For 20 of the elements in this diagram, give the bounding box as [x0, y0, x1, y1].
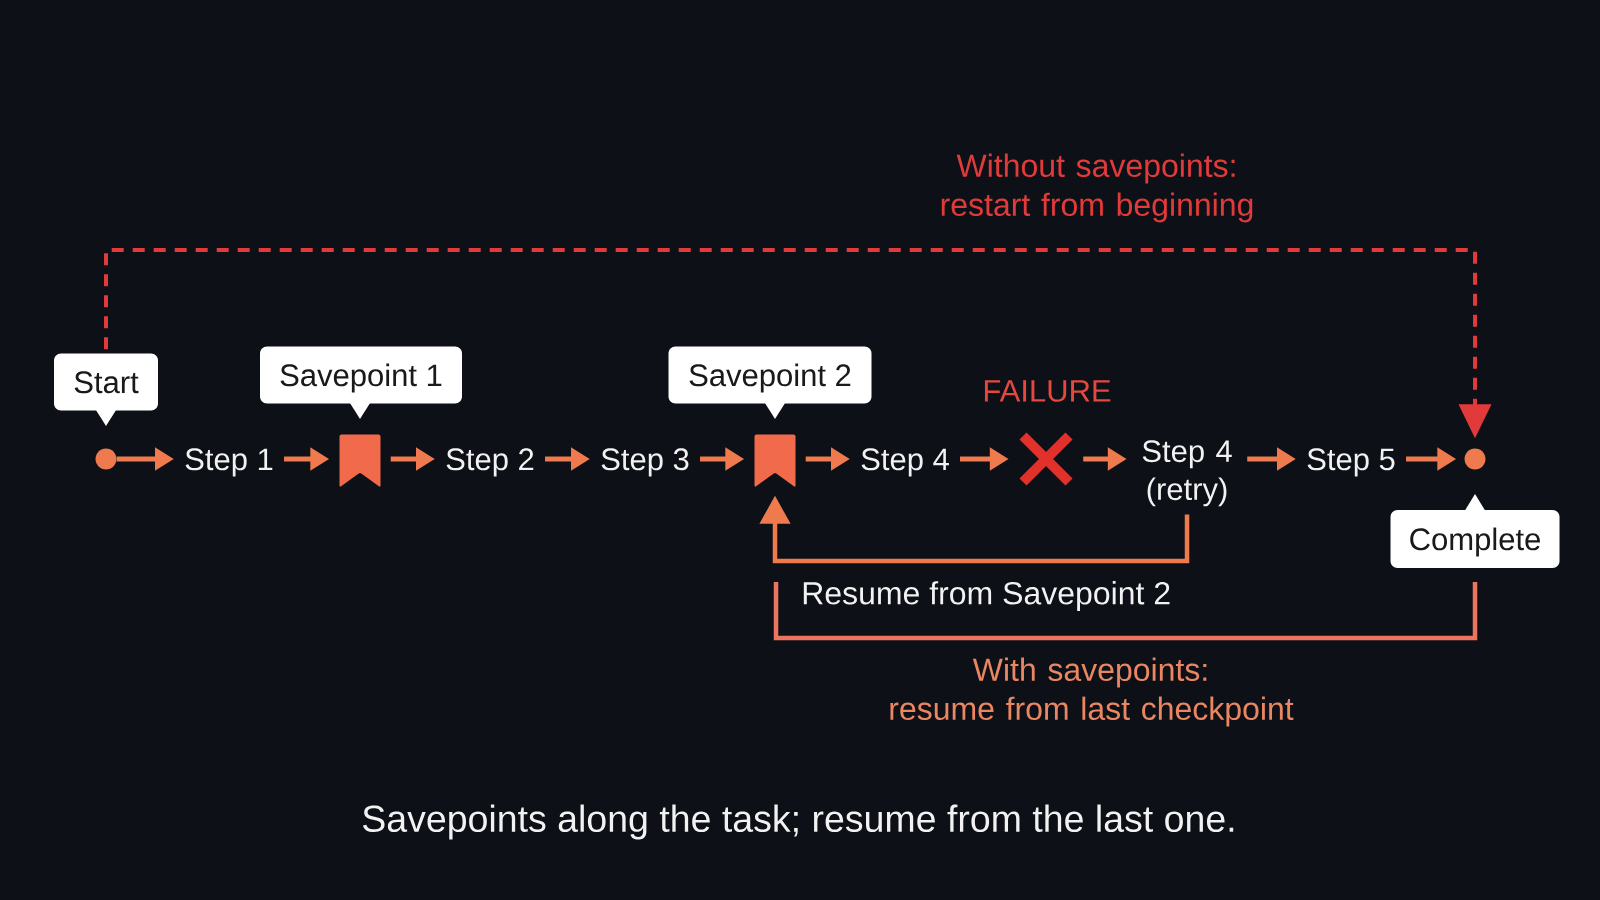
- step-label: Step 4 (retry): [1142, 440, 1232, 507]
- step-label: Step 2: [446, 448, 534, 477]
- step-label: Step 4: [861, 448, 949, 477]
- bookmark-icon: [339, 434, 381, 487]
- step-label: Step 3: [601, 448, 689, 477]
- step-label: Step 1: [185, 448, 273, 477]
- edge-label: Without savepoints: restart from beginning: [930, 151, 1264, 225]
- step-label: Step 5: [1307, 448, 1395, 477]
- callout-box: Complete: [1390, 494, 1560, 568]
- annotation-text: With savepoints: resume from last checkpoint: [890, 657, 1294, 727]
- callout-box: Savepoint 1: [260, 346, 462, 419]
- callout-box: Start: [54, 353, 158, 426]
- dot: [1464, 448, 1486, 470]
- cross-icon: [1018, 431, 1074, 487]
- dot: [95, 448, 117, 470]
- bookmark-icon: [754, 434, 796, 487]
- edge-label: Resume from Savepoint 2: [799, 579, 1174, 613]
- annotation-text: FAILURE: [984, 380, 1111, 402]
- callout-box: Savepoint 2: [668, 346, 872, 419]
- caption: Savepoints along the task; resume from the last one.: [363, 804, 1234, 840]
